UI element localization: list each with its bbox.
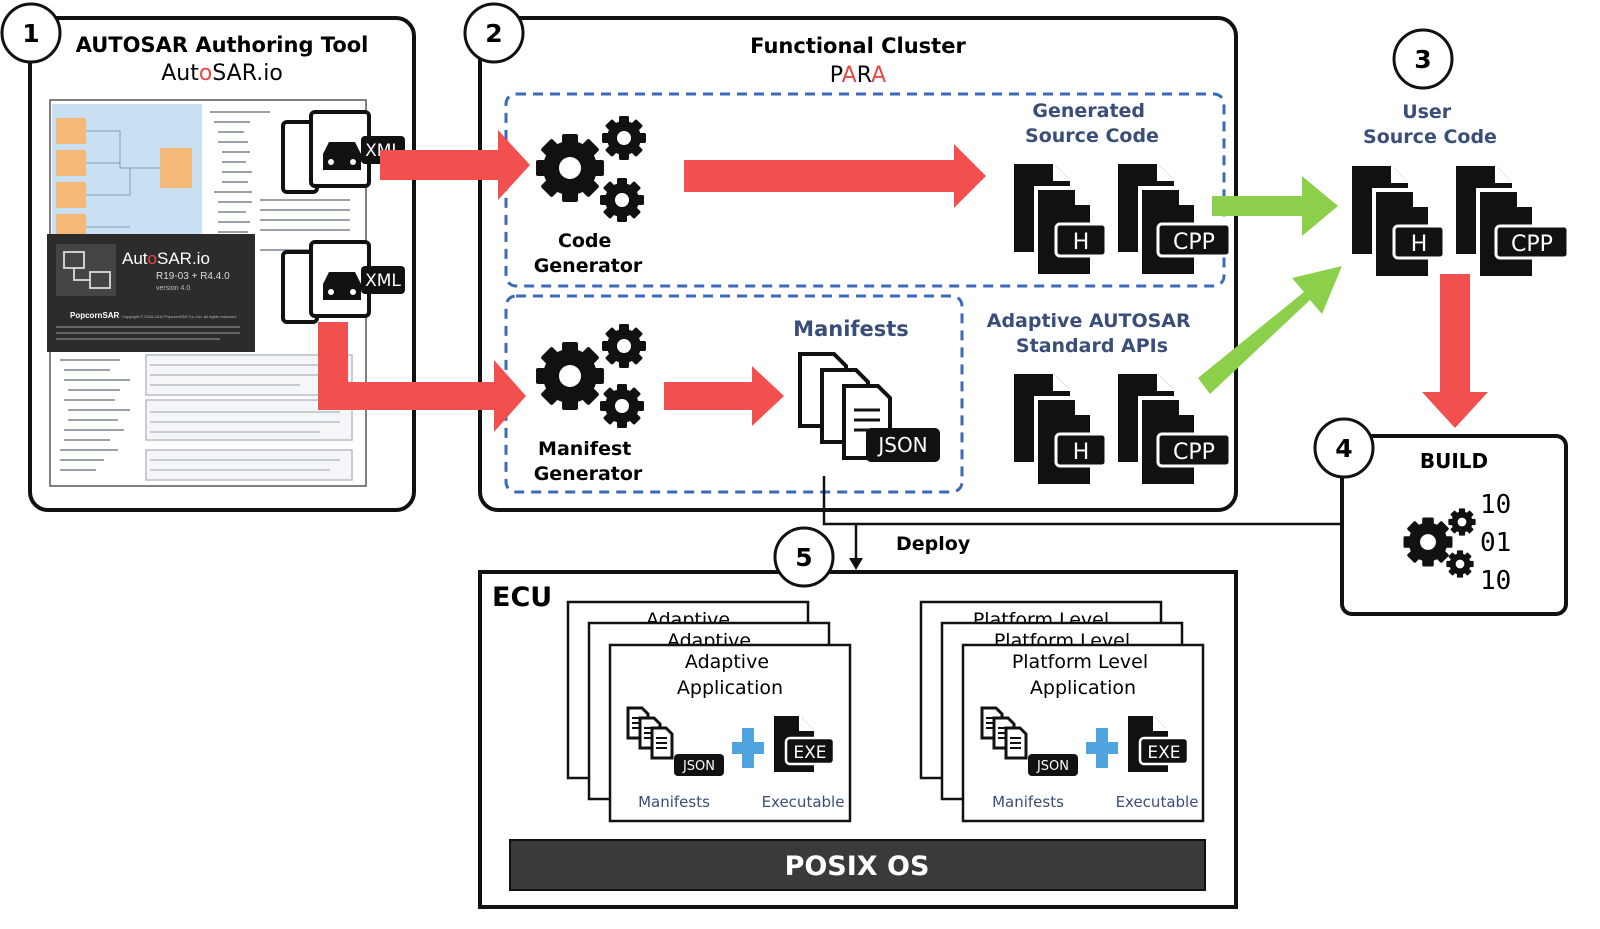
xml-file-icon: XML [281, 240, 405, 324]
posix-os-bar [509, 839, 1206, 891]
splash-version-line: R19-03 + R4.4.0 [156, 271, 230, 282]
svg-text:1: 1 [22, 19, 39, 48]
step-badge-1: 1 [0, 2, 62, 64]
ecu-title: ECU [492, 582, 552, 613]
step-badge-4: 4 [1313, 417, 1375, 479]
adaptive-manifests-label: Manifests [638, 793, 710, 811]
platform-application-title: Platform Level Application [1012, 651, 1154, 699]
api-cpp-file-icon: CPP [1116, 372, 1232, 488]
code-generator-gears-icon [536, 116, 646, 222]
platform-application-stack: Platform Level Platform Level Platform L… [919, 600, 1205, 823]
adaptive-executable-label: Executable [762, 793, 845, 811]
deploy-arrowhead [849, 558, 863, 570]
build-binary: 10 01 10 [1480, 490, 1527, 596]
svg-text:CPP: CPP [1173, 440, 1215, 465]
svg-text:JSON: JSON [1036, 759, 1069, 774]
deploy-label: Deploy [896, 533, 971, 555]
red-arrows [318, 130, 1488, 432]
plus-icon [732, 728, 764, 768]
build-title: BUILD [1420, 449, 1488, 473]
splash-copyright: Copyright © 2016-2019 PopcornSAR Co.,Ltd… [122, 314, 237, 319]
adaptive-executable-icon: EXE [774, 716, 836, 772]
svg-text:H: H [1411, 232, 1428, 257]
svg-text:JSON: JSON [876, 433, 927, 457]
posix-os-label: POSIX OS [785, 851, 930, 882]
json-manifests-icon: JSON [798, 352, 940, 462]
svg-text:H: H [1073, 440, 1090, 465]
svg-text:5: 5 [795, 543, 812, 572]
platform-manifests-icon: JSON [980, 706, 1078, 776]
svg-text:CPP: CPP [1511, 232, 1553, 257]
manifests-label: Manifests [793, 317, 909, 341]
authoring-tool-frame [28, 16, 416, 512]
autosar-io-splash: AutoSAR.io R19-03 + R4.4.0 version 4.0 P… [47, 234, 255, 352]
authoring-tool-title: AUTOSAR Authoring Tool [76, 33, 369, 57]
manifest-generator-gears-icon [536, 324, 646, 428]
svg-text:4: 4 [1335, 434, 1352, 463]
user-h-file-icon: H [1350, 164, 1446, 280]
svg-text:H: H [1073, 230, 1090, 255]
code-generator-label: Code Generator [534, 230, 643, 277]
generated-source-label: Generated Source Code [1025, 100, 1159, 147]
splash-version: version 4.0 [156, 285, 190, 292]
step-badge-5: 5 [773, 526, 835, 588]
api-h-file-icon: H [1012, 372, 1108, 488]
svg-text:2: 2 [485, 19, 502, 48]
step-badge-2: 2 [463, 2, 525, 64]
platform-executable-label: Executable [1116, 793, 1199, 811]
svg-text:3: 3 [1414, 45, 1431, 74]
standard-apis-label: Adaptive AUTOSAR Standard APIs [987, 310, 1198, 357]
generated-cpp-file-icon: CPP [1116, 162, 1232, 278]
svg-text:EXE: EXE [1147, 743, 1180, 763]
plus-icon [1086, 728, 1118, 768]
functional-cluster-frame [478, 16, 1238, 512]
green-arrows [1198, 176, 1342, 394]
platform-manifests-label: Manifests [992, 793, 1064, 811]
para-brand: PARA [830, 63, 886, 88]
functional-cluster-title: Functional Cluster [750, 34, 966, 58]
svg-text:CPP: CPP [1173, 230, 1215, 255]
adaptive-manifests-icon: JSON [626, 706, 724, 776]
adaptive-application-title: Adaptive Application [677, 651, 783, 699]
step-badge-3: 3 [1392, 28, 1454, 90]
manifest-generator-label: Manifest Generator [534, 438, 643, 485]
svg-text:EXE: EXE [793, 743, 826, 763]
deploy-connector [822, 476, 1342, 560]
xml-badge: XML [365, 271, 401, 291]
adaptive-application-stack: Adaptive Adaptive Adaptive Application J… [566, 600, 852, 823]
platform-executable-icon: EXE [1128, 716, 1190, 772]
user-cpp-file-icon: CPP [1454, 164, 1570, 280]
user-source-label: User Source Code [1363, 101, 1497, 148]
splash-vendor: PopcornSAR [70, 311, 120, 320]
generated-h-file-icon: H [1012, 162, 1108, 278]
svg-text:AutoSAR.io: AutoSAR.io [122, 249, 210, 268]
svg-text:JSON: JSON [682, 759, 715, 774]
autosar-io-brand: AutoSAR.io [161, 61, 283, 86]
